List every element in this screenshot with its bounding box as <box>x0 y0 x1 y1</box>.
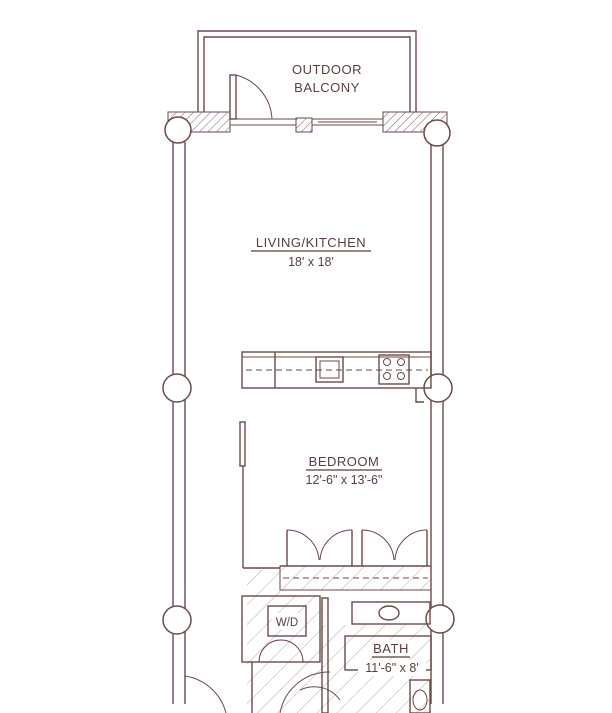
balcony-label-line2: BALCONY <box>294 80 360 95</box>
bath-dims: 11'-6" x 8' <box>365 661 418 675</box>
column-mid-left <box>162 373 192 403</box>
balcony <box>197 30 417 112</box>
balcony-door <box>229 74 273 120</box>
closet-floor <box>247 565 432 713</box>
structural-columns <box>162 116 455 635</box>
kitchen-sink <box>315 356 344 383</box>
entry-door-swing <box>184 675 227 713</box>
stove <box>378 354 410 385</box>
closet-doors <box>280 529 431 567</box>
labels: OUTDOOR BALCONY LIVING/KITCHEN 18' x 18'… <box>251 62 426 676</box>
bath-room <box>279 597 432 713</box>
washer-dryer <box>267 605 307 637</box>
column-top-left <box>164 116 192 144</box>
bedroom-partition <box>239 421 280 569</box>
living-kitchen-dims: 18' x 18' <box>288 255 334 269</box>
bedroom-dims: 12'-6" x 13'-6" <box>306 473 383 487</box>
laundry-closet <box>241 595 321 713</box>
column-low-right <box>425 604 455 634</box>
column-low-left <box>162 605 192 635</box>
bath-label: BATH <box>373 641 409 656</box>
bedroom-label: BEDROOM <box>309 454 380 469</box>
bath-sink <box>378 605 400 621</box>
balcony-label-line1: OUTDOOR <box>292 62 362 77</box>
kitchen-counter <box>241 351 432 403</box>
column-top-right <box>423 119 451 147</box>
living-kitchen-label: LIVING/KITCHEN <box>256 235 366 250</box>
top-wall <box>167 111 448 133</box>
washer-dryer-label: W/D <box>276 617 298 629</box>
